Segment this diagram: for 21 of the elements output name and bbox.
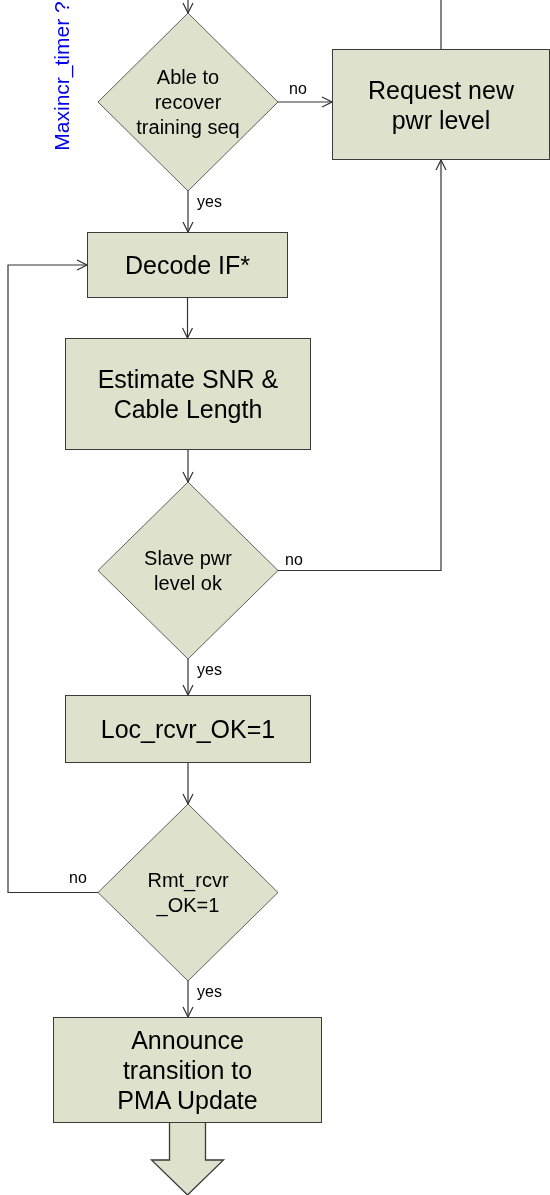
side-note: Maxincr_timer ? (51, 1, 73, 151)
block-arrow (149, 1122, 226, 1195)
arrow (182, 0, 194, 14)
decision-diamond: Able to recover training seq (98, 13, 278, 191)
process-box: Request new pwr level (332, 49, 550, 160)
arrow (277, 96, 333, 108)
arrow (182, 449, 194, 483)
decision-diamond: Rmt_rcvr _OK=1 (98, 804, 278, 981)
decision-diamond: Slave pwr level ok (98, 482, 278, 659)
process-box: Announce transition to PMA Update (53, 1017, 322, 1123)
connector-line (440, 0, 442, 50)
arrow (181, 297, 194, 339)
process-box: Decode IF* (87, 232, 288, 298)
process-box: Estimate SNR & Cable Length (65, 338, 311, 450)
arrow (182, 762, 194, 805)
arrow (182, 980, 194, 1018)
arrow (182, 190, 194, 233)
arrow (182, 658, 194, 696)
arrow (7, 259, 99, 894)
process-box: Loc_rcvr_OK=1 (65, 695, 311, 763)
arrow (277, 159, 447, 572)
